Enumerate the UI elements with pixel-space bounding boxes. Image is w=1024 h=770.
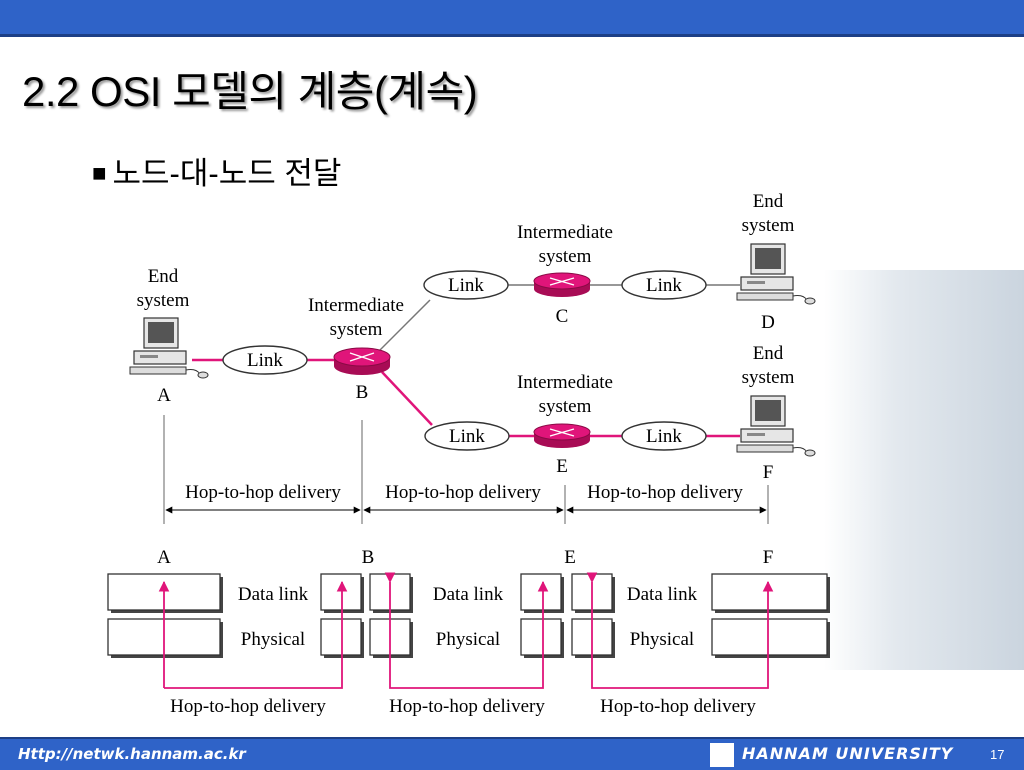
layer-box	[369, 573, 413, 613]
caption-c-line2: system	[539, 246, 592, 267]
node-letter-f: F	[763, 462, 774, 483]
layer-box	[320, 573, 364, 613]
svg-text:Link: Link	[646, 426, 682, 447]
layer-box	[520, 618, 564, 658]
page-number: 17	[990, 747, 1005, 762]
caption-c-line1: Intermediate	[517, 222, 613, 243]
caption-f-line2: system	[742, 367, 795, 388]
layer-box	[711, 618, 830, 658]
layer-label-datalink: Data link	[627, 584, 698, 605]
stack-letter-f: F	[763, 547, 774, 568]
router-icon	[533, 423, 591, 448]
stack-letter-e: E	[564, 547, 576, 568]
layer-label-datalink: Data link	[433, 584, 504, 605]
footer-university: HANNAM UNIVERSITY	[742, 744, 954, 763]
slide-title: 2.2 OSI 모델의 계층(계속)	[22, 68, 478, 115]
layer-label-physical: Physical	[241, 629, 305, 650]
delivery-arrow	[384, 572, 549, 689]
node-letter-a: A	[157, 385, 171, 406]
stack-letter-b: B	[362, 547, 375, 568]
hop-label: Hop-to-hop delivery	[600, 696, 756, 717]
layer-box	[711, 573, 830, 613]
delivery-arrow	[586, 572, 774, 689]
caption-a-line1: End	[148, 266, 179, 287]
stack-letter-a: A	[157, 547, 171, 568]
node-letter-d: D	[761, 312, 775, 333]
svg-text:Link: Link	[448, 275, 484, 296]
link-ellipse: Link	[621, 421, 707, 451]
university-logo-icon	[710, 743, 734, 767]
caption-b-line1: Intermediate	[308, 295, 404, 316]
layer-label-datalink: Data link	[238, 584, 309, 605]
router-icon	[333, 347, 391, 375]
caption-e-line2: system	[539, 396, 592, 417]
caption-d-line2: system	[742, 215, 795, 236]
background-image	[824, 270, 1024, 670]
svg-text:Link: Link	[449, 426, 485, 447]
slide-subtitle: ■노드-대-노드 전달	[92, 148, 341, 193]
hop-label: Hop-to-hop delivery	[389, 696, 545, 717]
svg-text:Link: Link	[247, 350, 283, 371]
svg-text:Link: Link	[646, 275, 682, 296]
caption-b-line2: system	[330, 319, 383, 340]
layer-label-physical: Physical	[436, 629, 500, 650]
link-ellipse: Link	[423, 270, 509, 300]
link-ellipse: Link	[424, 421, 510, 451]
node-letter-e: E	[556, 456, 568, 477]
bullet-icon: ■	[92, 160, 107, 187]
hop-label: Hop-to-hop delivery	[185, 482, 341, 503]
caption-d-line1: End	[753, 191, 784, 212]
link-ellipse: Link	[222, 345, 308, 375]
node-letter-c: C	[556, 306, 569, 327]
connection-line	[379, 299, 431, 351]
layer-box	[107, 618, 223, 658]
computer-icon	[129, 317, 209, 379]
layer-label-physical: Physical	[630, 629, 694, 650]
computer-icon	[736, 243, 816, 305]
caption-f-line1: End	[753, 343, 784, 364]
top-bar	[0, 0, 1024, 37]
computer-icon	[736, 395, 816, 457]
layer-box	[320, 618, 364, 658]
layer-box	[107, 573, 223, 613]
layer-box	[571, 618, 615, 658]
delivery-arrow	[164, 580, 348, 689]
footer-url[interactable]: Http://netwk.hannam.ac.kr	[18, 745, 246, 763]
footer-bar: Http://netwk.hannam.ac.kr HANNAM UNIVERS…	[0, 737, 1024, 770]
hop-label: Hop-to-hop delivery	[385, 482, 541, 503]
hop-label: Hop-to-hop delivery	[170, 696, 326, 717]
hop-label: Hop-to-hop delivery	[587, 482, 743, 503]
layer-box	[369, 618, 413, 658]
caption-a-line2: system	[137, 290, 190, 311]
router-icon	[533, 272, 591, 297]
layer-box	[571, 573, 615, 613]
subtitle-text: 노드-대-노드 전달	[112, 156, 342, 191]
link-ellipse: Link	[621, 270, 707, 300]
connection-line	[381, 371, 433, 426]
caption-e-line1: Intermediate	[517, 372, 613, 393]
node-letter-b: B	[356, 382, 369, 403]
